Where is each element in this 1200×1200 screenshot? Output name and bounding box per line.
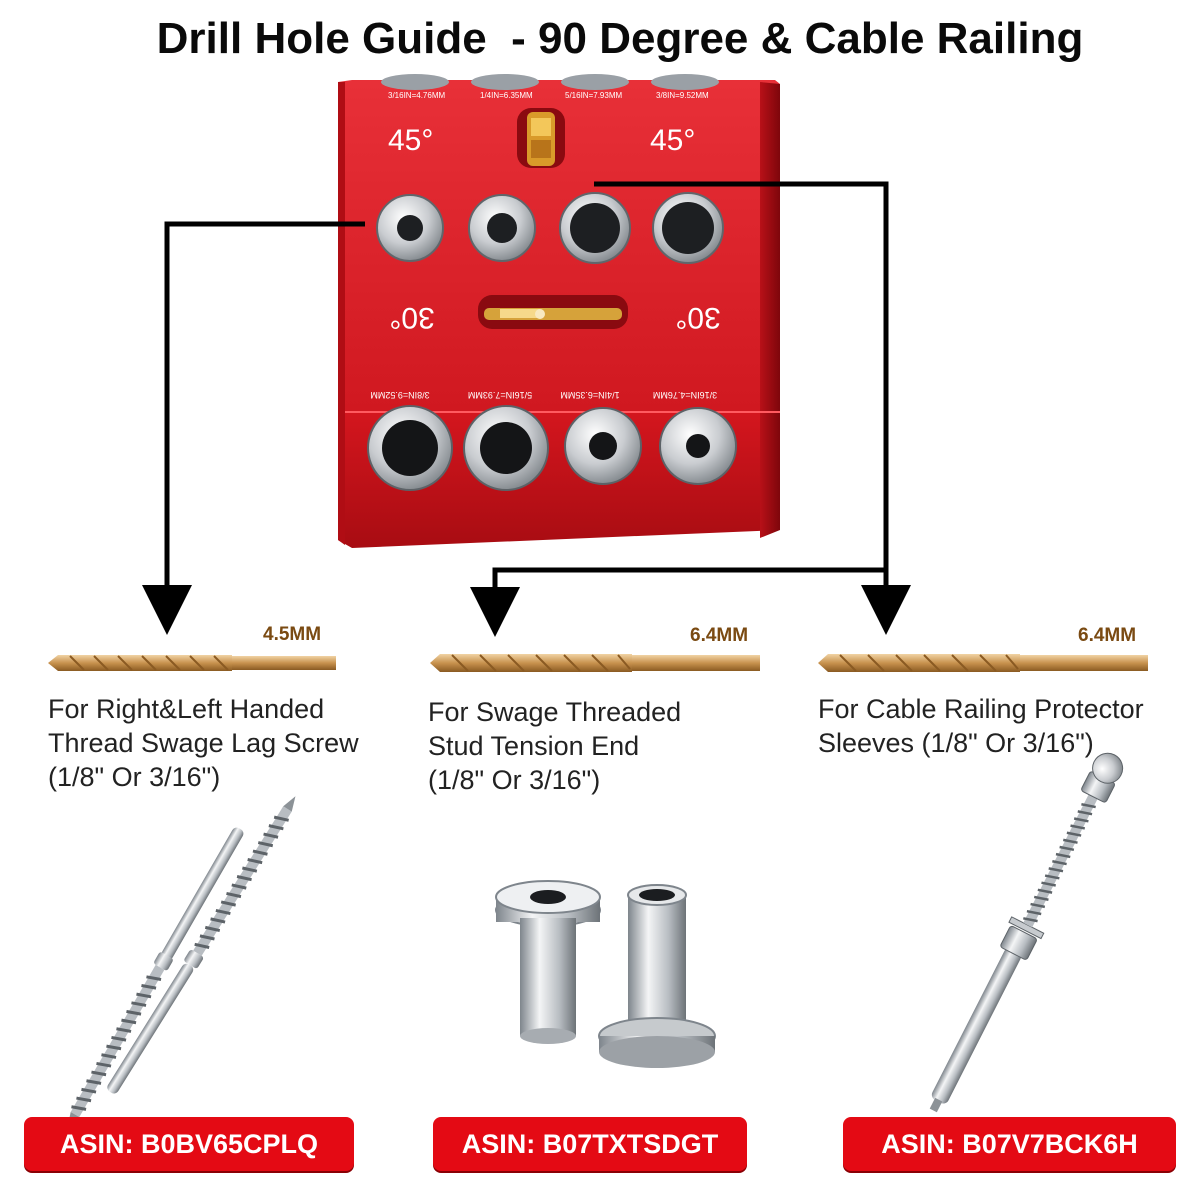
jig-side-face bbox=[760, 82, 780, 538]
horizontal-level bbox=[478, 295, 628, 329]
threaded-stud-icon bbox=[929, 752, 1124, 1113]
drill-jig: 3/16IN=4.76MM 1/4IN=6.35MM 5/16IN=7.93MM… bbox=[338, 74, 780, 548]
description-line: Sleeves (1/8" Or 3/16") bbox=[818, 728, 1094, 758]
lag-screw-icon bbox=[67, 796, 296, 1128]
description-left: For Right&Left Handed Thread Swage Lag S… bbox=[48, 692, 359, 794]
asin-badge-right[interactable]: ASIN: B07V7BCK6H bbox=[843, 1117, 1176, 1171]
arrow-middle bbox=[470, 567, 886, 637]
description-middle: For Swage Threaded Stud Tension End (1/8… bbox=[428, 695, 681, 797]
vertical-level bbox=[517, 108, 565, 168]
description-line: Thread Swage Lag Screw bbox=[48, 728, 359, 758]
asin-badge-middle[interactable]: ASIN: B07TXTSDGT bbox=[433, 1117, 747, 1171]
drill-bit-middle bbox=[430, 654, 760, 672]
drill-size-label-middle: 6.4MM bbox=[690, 625, 749, 646]
jig-edge bbox=[338, 82, 345, 545]
description-line: For Swage Threaded bbox=[428, 697, 682, 727]
drill-bit-left bbox=[48, 655, 336, 671]
description-line: (1/8" Or 3/16") bbox=[48, 762, 221, 792]
description-line: Stud Tension End bbox=[428, 731, 640, 761]
bottom-size-label-3: 1/4IN=6.35MM bbox=[560, 390, 619, 400]
jig-top-face bbox=[338, 80, 780, 412]
arrow-right bbox=[594, 181, 911, 635]
angle-label-45-right: 45° bbox=[650, 124, 695, 157]
top-size-label-4: 3/8IN=9.52MM bbox=[656, 91, 709, 100]
front-bushing-row bbox=[367, 405, 737, 491]
description-line: For Right&Left Handed bbox=[48, 694, 325, 724]
top-size-label-1: 3/16IN=4.76MM bbox=[388, 91, 445, 100]
arrow-left bbox=[142, 221, 365, 635]
drill-size-label-right: 6.4MM bbox=[1078, 625, 1137, 646]
protector-sleeve-icon bbox=[495, 880, 716, 1068]
bottom-size-label-1: 3/8IN=9.52MM bbox=[370, 390, 429, 400]
angle-label-30-left: 30° bbox=[389, 301, 434, 334]
jig-engravings: 3/16IN=4.76MM 1/4IN=6.35MM 5/16IN=7.93MM… bbox=[370, 91, 720, 400]
bottom-size-label-2: 5/16IN=7.93MM bbox=[468, 390, 532, 400]
top-size-label-2: 1/4IN=6.35MM bbox=[480, 91, 533, 100]
description-line: For Cable Railing Protector bbox=[818, 694, 1144, 724]
top-bushing-row bbox=[381, 74, 719, 90]
middle-bushing-row bbox=[376, 192, 724, 264]
guide-arrows bbox=[142, 181, 911, 637]
angle-label-45-left: 45° bbox=[388, 124, 433, 157]
bottom-size-label-4: 3/16IN=4.76MM bbox=[653, 390, 717, 400]
description-line: (1/8" Or 3/16") bbox=[428, 765, 601, 795]
top-size-label-3: 5/16IN=7.93MM bbox=[565, 91, 622, 100]
drill-bit-right bbox=[818, 654, 1148, 672]
drill-size-label-left: 4.5MM bbox=[263, 624, 322, 645]
description-right: For Cable Railing Protector Sleeves (1/8… bbox=[818, 692, 1144, 760]
asin-badge-left[interactable]: ASIN: B0BV65CPLQ bbox=[24, 1117, 354, 1171]
angle-label-30-right: 30° bbox=[675, 301, 720, 334]
page-title: Drill Hole Guide - 90 Degree & Cable Rai… bbox=[156, 14, 1084, 63]
